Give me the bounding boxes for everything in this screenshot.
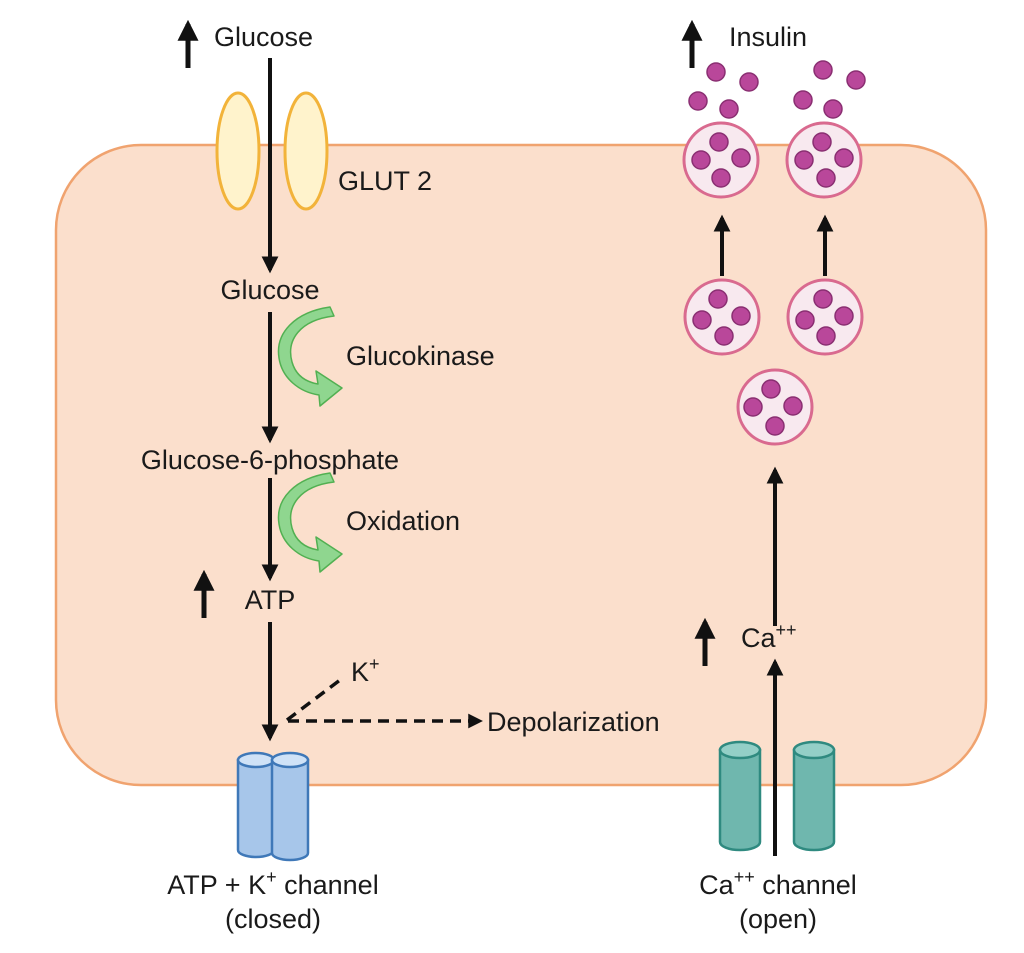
released-insulin-left [688,62,759,119]
katp-label-part2: channel [277,870,379,900]
oxidation-curved-arrow [277,472,343,573]
glucokinase-label: Glucokinase [346,341,495,371]
ca-channel-open [718,740,836,852]
ca-channel-label-charge: ++ [734,867,755,887]
katp-channel-state: (closed) [225,904,321,934]
ca-channel-label-part2: channel [755,870,857,900]
released-insulin-right [793,60,866,119]
insulin-granule-bottom [736,368,814,446]
insulin-granule-docked-left [682,121,760,199]
ca-charge: ++ [776,620,797,640]
glut2-label: GLUT 2 [338,166,432,196]
insulin-label: Insulin [729,22,807,52]
ca-channel-label: Ca++ channel [699,867,857,900]
ca-symbol: Ca [741,623,776,653]
insulin-granule-docked-right [785,121,863,199]
g6p-label: Glucose-6-phosphate [141,445,399,475]
katp-label-part1: ATP + K [167,870,266,900]
k-ion-dashed-line [285,678,342,722]
depolarization-label: Depolarization [487,707,660,737]
ca-channel-label-part1: Ca [699,870,734,900]
k-ion-charge: + [369,654,380,674]
ca-label: Ca++ [741,620,797,653]
katp-label-charge: + [266,867,277,887]
atp-label: ATP [245,585,296,615]
glucokinase-curved-arrow [277,306,343,407]
oxidation-label: Oxidation [346,506,460,536]
k-ion-symbol: K [351,657,369,687]
katp-channel-label: ATP + K+ channel [167,867,378,900]
glucose-extracellular-label: Glucose [214,22,313,52]
glut2-transporter [215,91,329,211]
katp-channel-closed [236,751,310,862]
ca-channel-state: (open) [739,904,817,934]
glucose-intracellular-label: Glucose [220,275,319,305]
k-ion-label: K+ [351,654,380,687]
insulin-granule-mid-left [683,278,761,356]
insulin-granule-mid-right [786,278,864,356]
